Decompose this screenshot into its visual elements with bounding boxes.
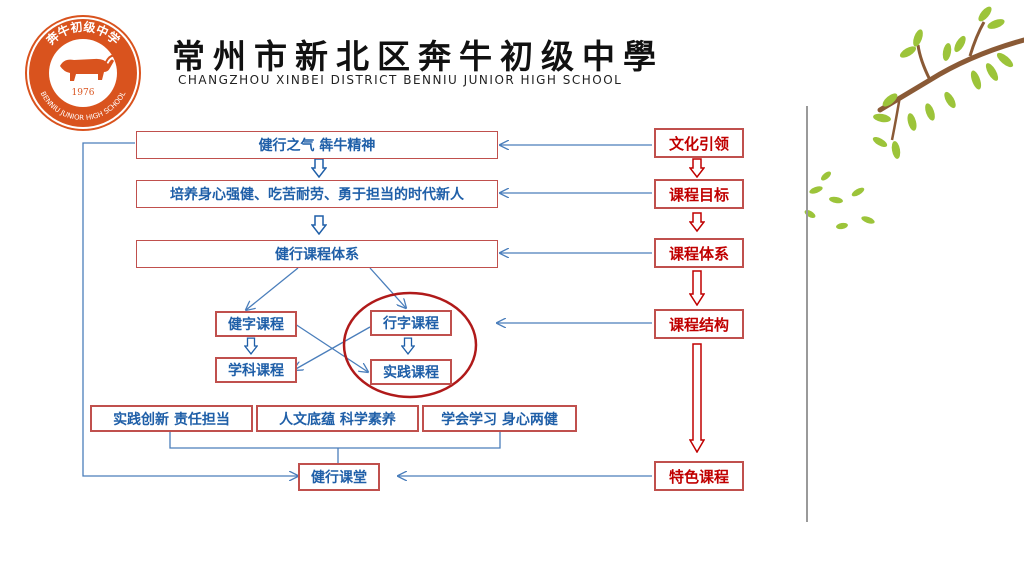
hollow-arrow-down-icon <box>244 337 258 355</box>
node-feature-course: 特色课程 <box>654 461 744 491</box>
node-course-system-r: 课程体系 <box>654 238 744 268</box>
school-logo: 奔牛初级中学 BENNIU JUNIOR HIGH SCHOOL 1976 <box>25 15 141 131</box>
red-arrow-down-icon <box>689 343 705 453</box>
node-literacy-1: 实践创新 责任担当 <box>90 405 253 432</box>
hollow-arrow-down-icon <box>401 337 415 355</box>
arrow-n3-n5a <box>369 267 406 308</box>
bull-icon <box>60 54 117 81</box>
red-arrow-down-icon <box>689 270 705 306</box>
node-goal: 培养身心强健、吃苦耐劳、勇于担当的时代新人 <box>136 180 498 208</box>
red-arrow-down-icon <box>689 212 705 233</box>
node-jian-course: 健字课程 <box>215 311 297 337</box>
logo-year: 1976 <box>72 88 95 98</box>
node-subject-course: 学科课程 <box>215 357 297 383</box>
bracket-row6 <box>169 432 501 449</box>
node-classroom: 健行课堂 <box>298 463 380 491</box>
node-course-goal: 课程目标 <box>654 179 744 209</box>
node-spirit: 健行之气 犇牛精神 <box>136 131 498 159</box>
node-xing-course: 行字课程 <box>370 310 452 336</box>
hollow-arrow-down-icon <box>311 215 327 235</box>
red-arrow-down-icon <box>689 158 705 178</box>
node-literacy-2: 人文底蕴 科学素养 <box>256 405 419 432</box>
node-literacy-3: 学会学习 身心两健 <box>422 405 577 432</box>
arrow-n3-n4a <box>246 267 299 310</box>
school-name-en: CHANGZHOU XINBEI DISTRICT BENNIU JUNIOR … <box>178 73 623 87</box>
school-name-cn: 常州市新北区奔牛初级中學 <box>172 37 664 76</box>
branch-decoration <box>804 6 1024 230</box>
arrow-n4a-n5b <box>291 321 368 372</box>
node-course-structure: 课程结构 <box>654 309 744 339</box>
node-culture-lead: 文化引领 <box>654 128 744 158</box>
arrow-n5a-n4b <box>294 326 371 370</box>
hollow-arrow-down-icon <box>311 158 327 178</box>
node-course-system: 健行课程体系 <box>136 240 498 268</box>
divider-line <box>806 106 808 522</box>
node-practice-course: 实践课程 <box>370 359 452 385</box>
